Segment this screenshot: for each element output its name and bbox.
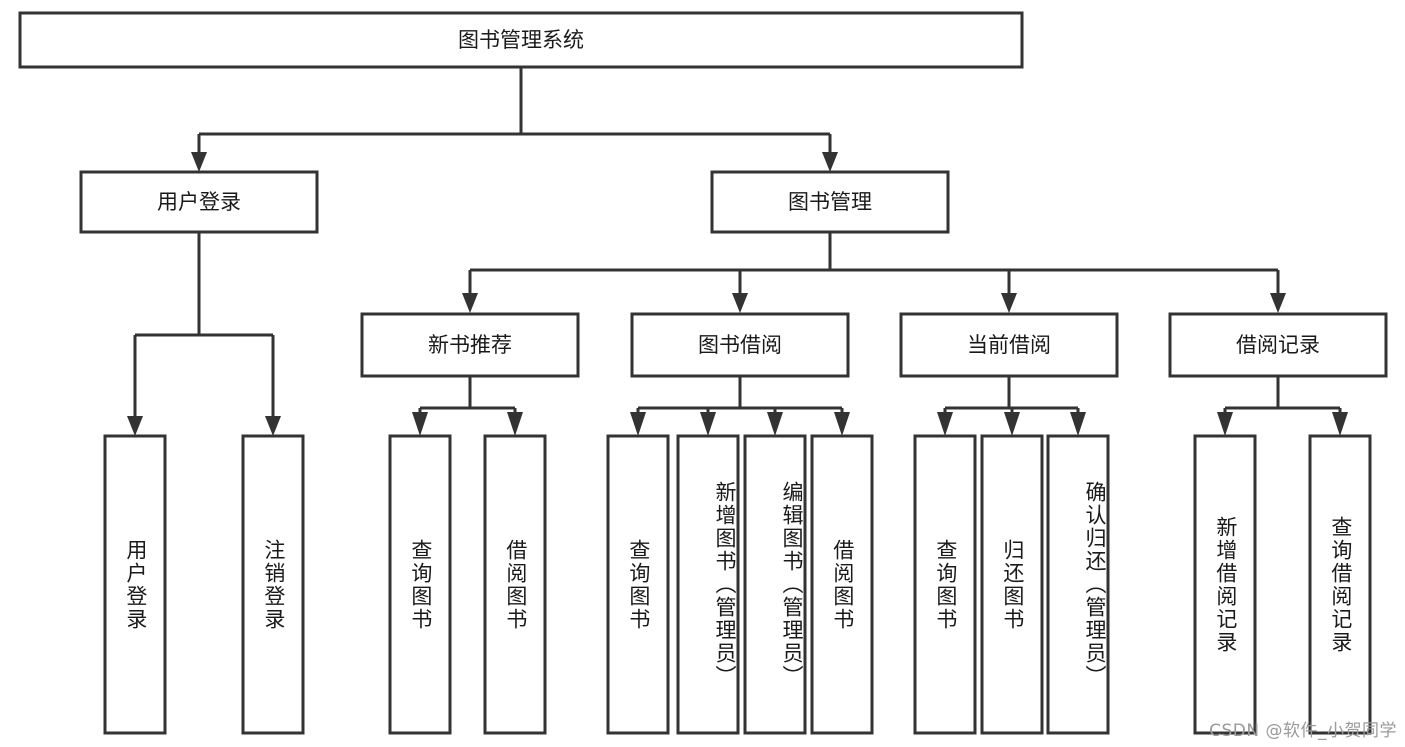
leaf-boxes-new-book-recommend: [388, 434, 547, 735]
node-current-borrow-box[interactable]: [899, 312, 1119, 378]
arrowhead-cb-leaf-1: [937, 412, 953, 436]
edges-new-book-to-leaves: [412, 376, 523, 436]
arrowhead-br-leaf-2: [1332, 412, 1348, 436]
node-book-borrow-box[interactable]: [630, 312, 850, 378]
edges-user-login-to-leaves: [127, 232, 281, 436]
leaf-box-bb-borrow-book[interactable]: [810, 434, 874, 735]
node-book-manage[interactable]: 图书管理: [710, 170, 950, 234]
edges-borrow-record-to-leaves: [1217, 376, 1348, 436]
arrowhead-book-borrow: [732, 293, 748, 313]
arrowhead-bb-leaf-1: [630, 412, 646, 436]
node-borrow-record-box[interactable]: [1168, 312, 1388, 378]
leaf-box-br-query-record[interactable]: [1308, 434, 1372, 735]
node-root-box[interactable]: [18, 11, 1024, 69]
leaf-box-user-login[interactable]: [103, 434, 167, 735]
node-new-book-recommend-box[interactable]: [360, 312, 580, 378]
arrowhead-cb-leaf-2: [1004, 412, 1020, 436]
leaf-box-bb-edit-book[interactable]: [743, 434, 807, 735]
leaf-box-bb-add-book[interactable]: [676, 434, 740, 735]
arrowhead-bb-leaf-2: [700, 412, 716, 436]
node-new-book-recommend-label: 新书推荐: [428, 333, 512, 357]
arrowhead-borrow-record: [1270, 293, 1286, 313]
arrowhead-leaf-logout: [265, 416, 281, 436]
leaf-boxes-book-borrow: [606, 434, 874, 735]
node-user-login-box[interactable]: [79, 170, 319, 234]
node-borrow-record-label: 借阅记录: [1236, 333, 1320, 357]
leaf-box-br-add-record[interactable]: [1193, 434, 1257, 735]
arrowhead-cb-leaf-3: [1070, 412, 1086, 436]
leaf-box-bb-query-book[interactable]: [606, 434, 670, 735]
edges-book-borrow-to-leaves: [630, 376, 850, 436]
arrowhead-bb-leaf-4: [834, 412, 850, 436]
edges-current-borrow-to-leaves: [937, 376, 1086, 436]
leaf-boxes-user-login: [103, 434, 305, 735]
node-user-login[interactable]: 用户登录: [79, 170, 319, 234]
leaf-box-cb-return-book[interactable]: [980, 434, 1044, 735]
csdn-watermark: CSDN @软件_小贺同学: [1209, 721, 1397, 741]
arrowhead-current-borrow: [1001, 293, 1017, 313]
edges-root-to-level1: [191, 67, 838, 172]
arrowhead-br-leaf-1: [1217, 412, 1233, 436]
node-current-borrow[interactable]: 当前借阅: [899, 312, 1119, 378]
arrowhead-user-login: [191, 152, 207, 172]
leaf-boxes-current-borrow: [913, 434, 1110, 735]
arrowhead-nb-leaf-2: [507, 412, 523, 436]
leaf-box-logout[interactable]: [241, 434, 305, 735]
arrowhead-bb-leaf-3: [767, 412, 783, 436]
arrowhead-nb-leaf-1: [412, 412, 428, 436]
node-root-label: 图书管理系统: [458, 28, 584, 52]
arrowhead-new-book: [462, 293, 478, 313]
leaf-box-cb-query-book[interactable]: [913, 434, 977, 735]
node-root[interactable]: 图书管理系统: [18, 11, 1024, 69]
leaf-box-nb-borrow-book[interactable]: [483, 434, 547, 735]
node-book-borrow[interactable]: 图书借阅: [630, 312, 850, 378]
node-current-borrow-label: 当前借阅: [967, 333, 1051, 357]
leaf-box-nb-query-book[interactable]: [388, 434, 452, 735]
node-new-book-recommend[interactable]: 新书推荐: [360, 312, 580, 378]
leaf-boxes-borrow-record: [1193, 434, 1372, 735]
node-book-manage-label: 图书管理: [788, 190, 872, 214]
arrowhead-book-manage: [822, 152, 838, 172]
edges-book-manage-to-level2: [462, 232, 1286, 313]
node-book-borrow-label: 图书借阅: [698, 333, 782, 357]
arrowhead-leaf-user-login: [127, 416, 143, 436]
leaf-box-cb-confirm-return[interactable]: [1046, 434, 1110, 735]
node-borrow-record[interactable]: 借阅记录: [1168, 312, 1388, 378]
node-user-login-label: 用户登录: [157, 190, 241, 214]
node-book-manage-box[interactable]: [710, 170, 950, 234]
